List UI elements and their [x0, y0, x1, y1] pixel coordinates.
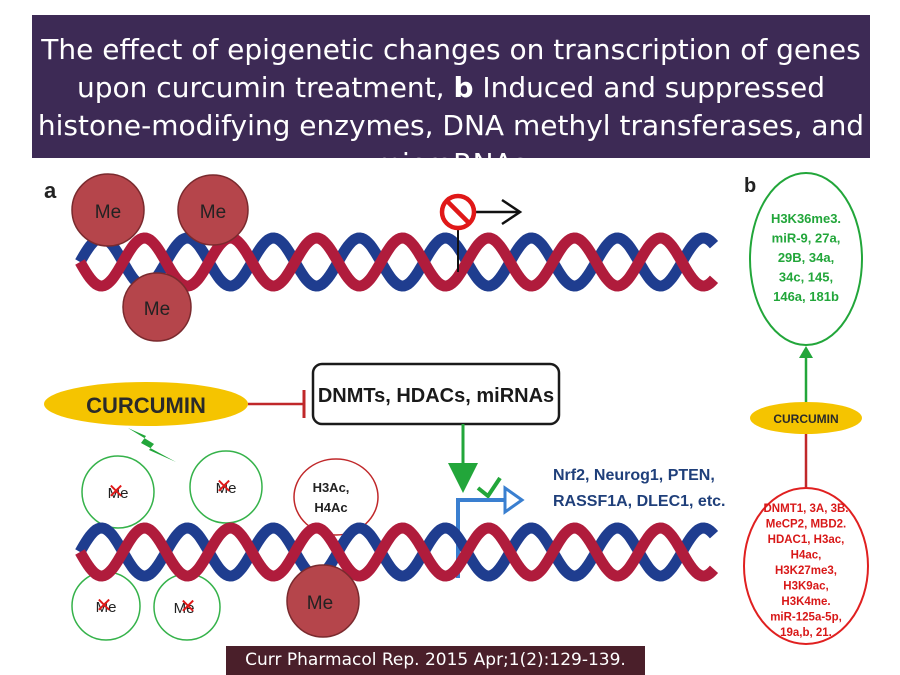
acetylation-circle: H3Ac, H4Ac [293, 458, 379, 536]
checkmark-icon [476, 476, 502, 499]
me-label: Me [144, 299, 170, 320]
acetyl-line2: H4Ac [314, 500, 347, 515]
suppressed-item-line: MeCP2, MBD2. [766, 519, 847, 531]
suppressed-ellipse: DNMT1, 3A, 3B. MeCP2, MBD2. HDAC1, H3ac, H4… [743, 487, 869, 645]
dna-helix-top [75, 232, 719, 292]
active-transcription-arrow [456, 485, 525, 578]
inhibition-line-a [248, 390, 306, 418]
curcumin-ellipse-b: CURCUMIN [750, 402, 862, 434]
me-label: Me [95, 202, 121, 223]
induced-item-line: 29B, 34a, [778, 250, 834, 265]
cross-icon: ✕ [180, 596, 197, 618]
genes-text-line1: Nrf2, Neurog1, PTEN, [553, 467, 715, 484]
dna-helix-bottom [75, 522, 719, 582]
demethylated-group-3: Me ✕ [71, 571, 141, 641]
suppressed-item-line: H3K4me. [781, 596, 830, 608]
panel-a-label: a [44, 178, 57, 203]
methyl-group-top-1: Me [71, 173, 145, 247]
demethylated-group-2: Me ✕ [189, 450, 263, 524]
methyl-group-top-3: Me [122, 272, 192, 342]
demethylated-group-4: Me ✕ [153, 573, 221, 641]
induced-item-line: miR-9, 27a, [772, 231, 841, 246]
methyl-group-bottom: Me [286, 564, 360, 638]
panel-b-label: b [744, 175, 756, 197]
suppression-line-b [796, 434, 816, 492]
blocked-transcription-arrow [439, 193, 523, 272]
induced-item-line: 34c, 145, [779, 270, 833, 285]
title-text-part2: Induced and suppressed histone-modifying… [37, 71, 865, 180]
genes-text-line2: RASSF1A, DLEC1, etc. [553, 493, 725, 510]
induced-ellipse: H3K36me3. miR-9, 27a, 29B, 34a, 34c, 145, 14… [749, 172, 863, 346]
lightning-bolt-icon [128, 428, 176, 462]
cross-icon: ✕ [108, 481, 125, 503]
me-label: Me [200, 202, 226, 223]
me-label: Me [174, 600, 195, 617]
suppressed-item-line: 19a,b, 21. [780, 627, 832, 639]
suppressed-item-line: H4ac, [791, 550, 822, 562]
methyl-group-top-2: Me [177, 174, 249, 246]
induced-item-line: H3K36me3. [771, 211, 841, 226]
suppressed-item-line: HDAC1, H3ac, [768, 534, 845, 546]
induction-arrow-b [799, 346, 813, 402]
title-banner: The effect of epigenetic changes on tran… [32, 15, 870, 180]
cross-icon: ✕ [216, 476, 233, 498]
suppressed-item-line: DNMT1, 3A, 3B. [764, 503, 849, 515]
curcumin-ellipse-a: CURCUMIN [44, 382, 248, 426]
me-label: Me [108, 485, 129, 502]
citation-footer: Curr Pharmacol Rep. 2015 Apr;1(2):129-13… [226, 646, 645, 675]
curcumin-label-b: CURCUMIN [773, 412, 838, 426]
no-symbol-icon [439, 193, 477, 231]
acetyl-line1: H3Ac, [313, 480, 350, 495]
title-bold-b: b [453, 71, 474, 104]
inhibited-targets-label: DNMTs, HDACs, miRNAs [318, 385, 554, 407]
me-label: Me [96, 599, 117, 616]
suppressed-item-line: H3K27me3, [775, 565, 837, 577]
me-label: Me [216, 480, 237, 497]
me-label: Me [307, 593, 333, 614]
cross-icon: ✕ [96, 595, 113, 617]
induced-item-line: 146a, 181b [773, 289, 839, 304]
demethylated-group-1: Me ✕ [81, 455, 155, 529]
curcumin-label-a: CURCUMIN [86, 393, 206, 418]
suppressed-item-line: H3K9ac, [783, 581, 828, 593]
suppressed-item-line: miR-125a-5p, [770, 612, 842, 624]
title-text-part1: The effect of epigenetic changes on tran… [41, 33, 861, 104]
inhibited-targets-box: DNMTs, HDACs, miRNAs [311, 362, 561, 426]
